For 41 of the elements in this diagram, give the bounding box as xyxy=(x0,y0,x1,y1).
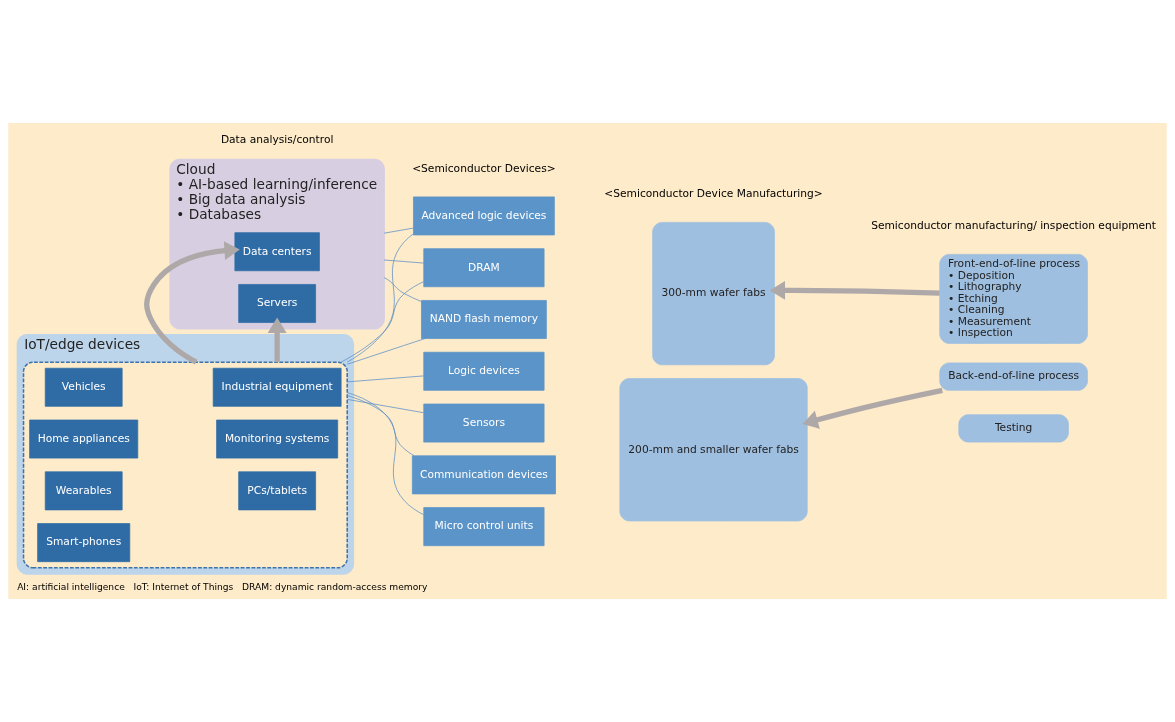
connector xyxy=(346,375,424,383)
arrow xyxy=(769,281,940,300)
node-box: Advanced logic devices xyxy=(413,196,555,236)
node-box: Sensors xyxy=(423,403,545,443)
node-box: Industrial equipment xyxy=(212,367,342,407)
node-box: Front-end-of-line process • Deposition • Lithography • Etching • Cleaning • Measurement • Inspection xyxy=(939,254,1088,344)
node-box: Home appliances xyxy=(29,419,139,459)
connector xyxy=(383,259,424,264)
arrow xyxy=(267,317,287,363)
cluster xyxy=(22,361,348,569)
arrow xyxy=(802,387,943,429)
node-box: Logic devices xyxy=(423,351,545,391)
connector xyxy=(383,277,422,302)
node-box: Servers xyxy=(238,284,316,323)
node-box: 200-mm and smaller wafer fabs xyxy=(619,378,808,522)
node-box: NAND flash memory xyxy=(421,300,547,339)
node-box: DRAM xyxy=(423,248,545,288)
node-box: PCs/tablets xyxy=(238,471,316,511)
label: <Semiconductor Device Manufacturing> xyxy=(604,187,823,201)
node-box: Vehicles xyxy=(44,367,123,407)
label: Data analysis/control xyxy=(220,132,334,146)
connector xyxy=(346,395,415,457)
connector xyxy=(346,233,414,363)
node-box: Data centers xyxy=(234,232,320,272)
label: <Semiconductor Devices> xyxy=(412,162,556,176)
node-box: Micro control units xyxy=(423,507,545,547)
connector xyxy=(383,227,414,234)
node-box: 300-mm wafer fabs xyxy=(652,222,775,366)
connector xyxy=(346,338,426,365)
arrow xyxy=(144,241,240,365)
node-box: Communication devices xyxy=(411,455,556,495)
connector xyxy=(346,399,424,414)
connector xyxy=(340,281,425,363)
node-box: Smart-phones xyxy=(37,523,131,563)
connector xyxy=(346,392,424,516)
node-box: Testing xyxy=(958,414,1069,443)
label: Semiconductor manufacturing/ inspection equipment xyxy=(871,219,1157,233)
node-box: Wearables xyxy=(44,471,123,511)
node-box: Back-end-of-line process xyxy=(939,362,1088,391)
caption: AI: artificial intelligence IoT: Internet of Things DRAM: dynamic random-access memory xyxy=(17,582,428,593)
node-box: Monitoring systems xyxy=(216,419,339,459)
